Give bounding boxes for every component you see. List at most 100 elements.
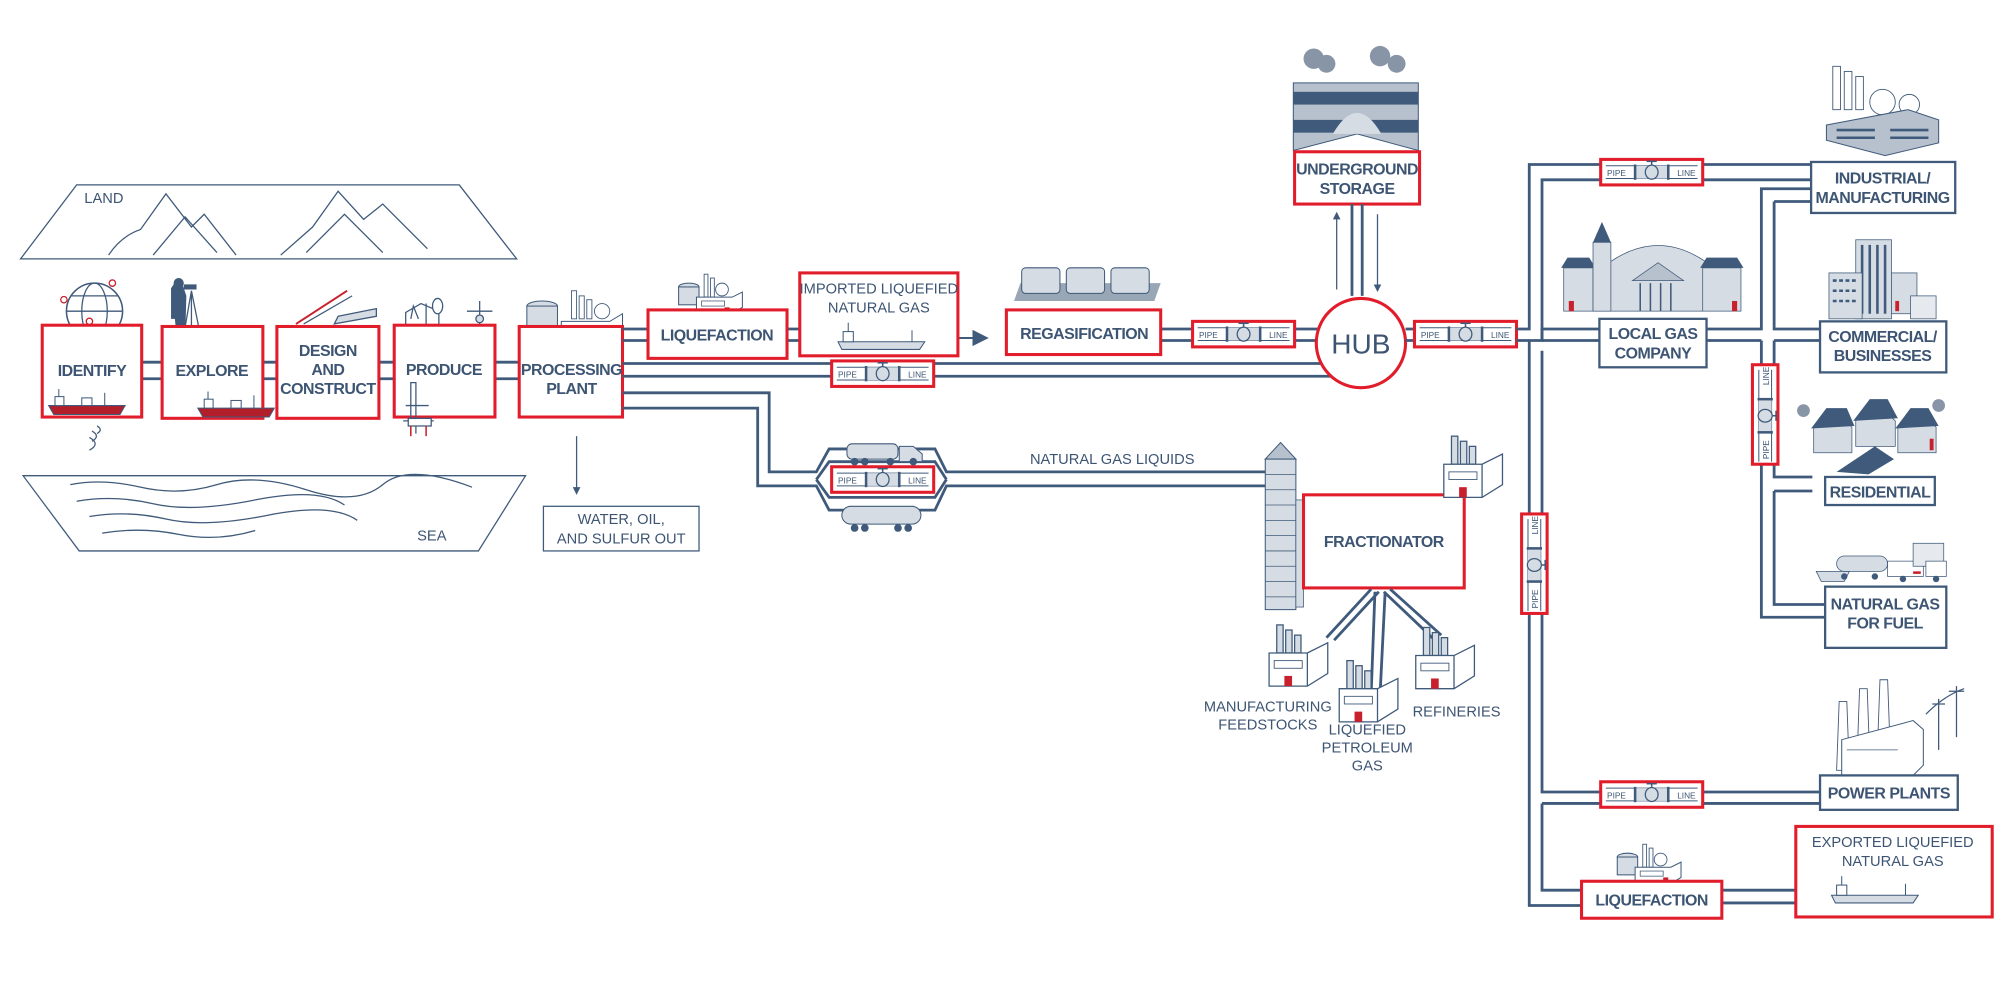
explore-label: EXPLORE: [176, 363, 249, 380]
hub-label: HUB: [1331, 328, 1390, 359]
ngl-label: NATURAL GAS LIQUIDS: [1030, 452, 1195, 468]
exported-lng-line-1: EXPORTED LIQUEFIED: [1812, 835, 1974, 851]
pipe-text: PIPE: [1421, 331, 1440, 340]
stage-identify[interactable]: IDENTIFY: [40, 279, 144, 451]
stage-produce[interactable]: PRODUCE: [392, 297, 497, 437]
crane-icon: [295, 289, 378, 325]
storage-tanks-icon: [1014, 267, 1161, 301]
imported-lng-node[interactable]: IMPORTED LIQUEFIED NATURAL GAS: [798, 271, 960, 358]
exported-lng-node[interactable]: EXPORTED LIQUEFIED NATURAL GAS: [1794, 824, 1994, 919]
processing-label: PROCESSING: [521, 362, 622, 379]
line-text: LINE: [1491, 331, 1510, 340]
refineries-label: REFINERIES: [1413, 705, 1501, 721]
hub-node[interactable]: HUB: [1314, 296, 1408, 390]
liquefaction-plant-icon: [1616, 843, 1682, 886]
sea-label: SEA: [417, 529, 447, 545]
fuel-line-1: NATURAL GAS: [1831, 597, 1940, 614]
power-plants-label: POWER PLANTS: [1828, 785, 1950, 802]
pipeline-tag: PIPE LINE: [830, 359, 936, 388]
pipeline-tag: PIPE LINE: [1412, 319, 1519, 349]
local-gas-line-1: LOCAL GAS: [1608, 326, 1697, 343]
line-text: LINE: [908, 476, 927, 485]
pipeline-tag: PIPE LINE: [1750, 363, 1780, 466]
fractionator-label: FRACTIONATOR: [1324, 534, 1445, 551]
factory-icon: [1443, 435, 1504, 499]
liquefaction-label: LIQUEFACTION: [661, 328, 774, 345]
lpg-line-2: PETROLEUM: [1322, 740, 1413, 756]
industrial-factory-icon: [1825, 65, 1940, 157]
fuel-node[interactable]: NATURAL GAS FOR FUEL: [1815, 542, 1948, 650]
pipeline-tag: PIPE LINE: [1191, 319, 1297, 349]
power-plants-node[interactable]: POWER PLANTS: [1818, 679, 1965, 811]
fractionator-node[interactable]: FRACTIONATOR: [1264, 435, 1504, 696]
town-buildings-icon: [1561, 221, 1744, 312]
pipe-text: PIPE: [1199, 331, 1218, 340]
pipe-text: PIPE: [838, 476, 857, 485]
line-text: LINE: [1269, 331, 1288, 340]
fuel-line-2: FOR FUEL: [1847, 616, 1923, 633]
industrial-line-2: MANUFACTURING: [1815, 190, 1949, 207]
houses-icon: [1797, 399, 1946, 475]
identify-label: IDENTIFY: [58, 363, 127, 380]
produce-label: PRODUCE: [406, 362, 482, 379]
sea-region: SEA: [21, 473, 527, 552]
local-gas-line-2: COMPANY: [1615, 345, 1693, 362]
line-text: LINE: [1677, 791, 1696, 800]
liquefaction-export-node[interactable]: LIQUEFACTION: [646, 273, 789, 360]
liquefaction-downstream-label: LIQUEFACTION: [1595, 892, 1708, 909]
line-text: LINE: [908, 370, 927, 379]
pipe-text: PIPE: [1762, 440, 1771, 459]
regasification-label: REGASIFICATION: [1020, 326, 1148, 343]
and-label: AND: [311, 362, 344, 379]
rail-tank-car-icon: [841, 505, 922, 532]
feedstocks-line-2: FEEDSTOCKS: [1218, 717, 1317, 733]
pipeline-tag: PIPE LINE: [830, 465, 936, 494]
storage-cavern-icon: [1292, 45, 1419, 152]
pipe-text: PIPE: [1531, 589, 1540, 608]
land-region: LAND: [19, 184, 518, 260]
plant-label: PLANT: [546, 381, 597, 398]
offshore-rig-icon: [403, 381, 434, 437]
commercial-line-1: COMMERCIAL/: [1828, 329, 1938, 346]
underground-label: UNDERGROUND: [1296, 162, 1418, 179]
stage-explore[interactable]: EXPLORE: [160, 278, 275, 420]
line-text: LINE: [1677, 169, 1696, 178]
sonar-icon: [89, 425, 101, 451]
stage-processing-plant[interactable]: PROCESSING PLANT: [517, 290, 625, 419]
exported-lng-line-2: NATURAL GAS: [1842, 854, 1944, 870]
byproducts-line-2: AND SULFUR OUT: [557, 531, 686, 547]
line-text: LINE: [1531, 515, 1540, 534]
vehicles-icon: [1815, 542, 1947, 583]
lpg-line-3: GAS: [1352, 758, 1383, 774]
imported-lng-line-1: IMPORTED LIQUEFIED: [800, 281, 959, 297]
imported-lng-line-2: NATURAL GAS: [828, 300, 930, 316]
upstream-pipes: [141, 360, 520, 381]
tanker-truck-icon: [846, 443, 923, 466]
byproducts-output: WATER, OIL, AND SULFUR OUT: [542, 436, 700, 552]
lpg-line-1: LIQUEFIED: [1329, 723, 1406, 739]
construct-label: CONSTRUCT: [280, 381, 376, 398]
design-label: DESIGN: [299, 343, 357, 360]
residential-label: RESIDENTIAL: [1830, 484, 1931, 501]
output-lpg: LIQUEFIED PETROLEUM GAS: [1322, 659, 1413, 774]
local-gas-company-node[interactable]: LOCAL GAS COMPANY: [1561, 221, 1744, 369]
commercial-line-2: BUSINESSES: [1834, 348, 1932, 365]
output-refineries: REFINERIES: [1413, 626, 1501, 721]
ngl-transport: NATURAL GAS LIQUIDS: [841, 443, 1195, 532]
power-plant-icon: [1836, 679, 1965, 776]
industrial-node[interactable]: INDUSTRIAL/ MANUFACTURING: [1809, 65, 1957, 215]
residential-node[interactable]: RESIDENTIAL: [1797, 399, 1946, 507]
storage-label: STORAGE: [1320, 181, 1395, 198]
stage-design-construct[interactable]: DESIGN AND CONSTRUCT: [275, 289, 381, 420]
underground-storage-node[interactable]: UNDERGROUND STORAGE: [1292, 45, 1422, 296]
industrial-line-1: INDUSTRIAL/: [1835, 171, 1931, 188]
commercial-node[interactable]: COMMERCIAL/ BUSINESSES: [1818, 239, 1948, 374]
office-buildings-icon: [1828, 239, 1937, 320]
liquefaction-downstream-node[interactable]: LIQUEFACTION: [1580, 843, 1724, 920]
pipe-text: PIPE: [1607, 791, 1626, 800]
pipeline-tag: PIPE LINE: [1520, 512, 1549, 615]
regasification-node[interactable]: REGASIFICATION: [1004, 267, 1163, 357]
byproducts-line-1: WATER, OIL,: [578, 512, 665, 528]
line-text: LINE: [1762, 366, 1771, 385]
